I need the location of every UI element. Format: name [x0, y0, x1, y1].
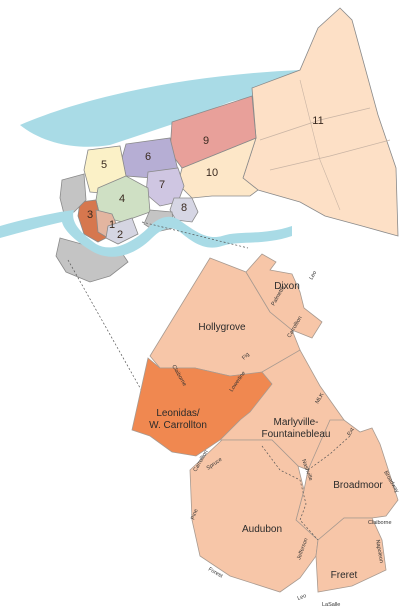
street-label: Leo — [309, 270, 319, 281]
street-label: Pine — [190, 508, 199, 520]
boundary-dashed-line — [261, 445, 319, 541]
river-water — [0, 210, 292, 257]
overview-map: 1 2 3 4 5 6 7 8 9 10 11 — [0, 7, 399, 283]
street-label: Napoleon — [374, 539, 384, 563]
street-line — [299, 79, 341, 211]
boundary-dashed-line — [307, 435, 351, 471]
neighborhood-label-leonidas: W. Carrollton — [149, 420, 207, 431]
street-label: Claiborne — [368, 520, 392, 526]
district-label: 1 — [109, 219, 115, 231]
district-label: 11 — [312, 115, 323, 127]
neighborhood-label-freret: Freret — [331, 570, 358, 581]
street-label: Fig — [241, 352, 251, 362]
district-label: 10 — [206, 167, 218, 179]
street-label: MLK — [315, 392, 326, 405]
district-label: 3 — [87, 209, 93, 221]
district-label: 2 — [117, 229, 123, 241]
street-label: Ext — [347, 427, 356, 437]
neighborhood-label-broadmoor: Broadmoor — [333, 480, 383, 491]
street-label: Leo — [297, 593, 308, 602]
street-label: LaSalle — [322, 602, 340, 608]
neighborhood-label-audubon: Audubon — [242, 524, 282, 535]
neighborhood-label-hollygrove: Hollygrove — [198, 322, 246, 333]
street-line — [269, 139, 391, 171]
detail-map: Dixon Hollygrove Leonidas/ W. Carrollton… — [131, 253, 400, 608]
district-label: 7 — [159, 179, 165, 191]
district-label: 6 — [145, 151, 151, 163]
district-label: 8 — [181, 202, 187, 214]
neighborhood-freret-area — [315, 517, 387, 593]
urban-area — [59, 173, 87, 215]
zoom-connector-line — [67, 259, 149, 403]
neighborhood-label-dixon: Dixon — [274, 281, 300, 292]
neighborhood-leonidas-area — [131, 357, 273, 457]
neighborhood-label-leonidas: Leonidas/ — [156, 408, 200, 419]
neighborhood-label-marlyville: Fountainebleau — [262, 429, 331, 440]
district-label: 4 — [119, 193, 125, 205]
district-label: 5 — [101, 159, 107, 171]
district-8-area — [169, 197, 199, 223]
district-label: 9 — [203, 135, 209, 147]
street-line — [259, 107, 371, 141]
neighborhood-label-marlyville: Marlyville- — [274, 417, 319, 428]
neighborhood-dixon-area — [245, 253, 323, 339]
district-2-area — [105, 217, 139, 245]
